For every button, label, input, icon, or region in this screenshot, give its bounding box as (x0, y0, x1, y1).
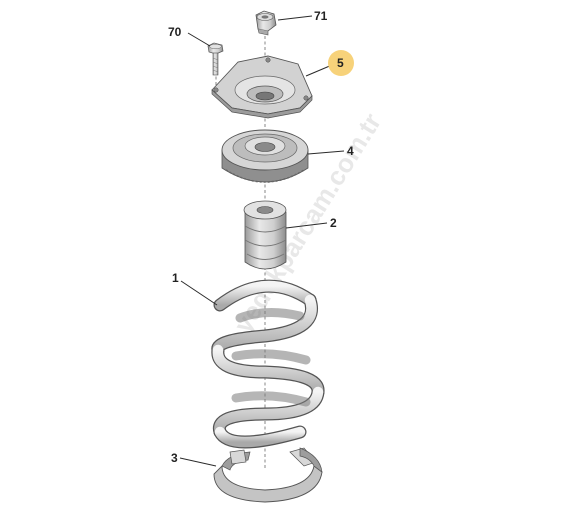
leader-5 (305, 64, 333, 77)
leader-70 (187, 32, 211, 47)
leader-4 (307, 150, 345, 155)
part-70-bolt (207, 42, 224, 76)
part-5-top-mount (211, 55, 313, 119)
callout-3[interactable]: 3 (171, 451, 178, 465)
part-1-coil-spring (211, 279, 325, 449)
callout-1[interactable]: 1 (172, 271, 179, 285)
part-2-bump-stop (243, 200, 287, 270)
leader-1 (180, 280, 218, 306)
part-71-nut (255, 10, 277, 36)
part-3-spring-seat (213, 447, 323, 503)
callout-5[interactable]: 5 (337, 56, 344, 70)
callout-70[interactable]: 70 (168, 25, 182, 39)
leader-2 (285, 222, 328, 229)
leader-71 (277, 15, 313, 21)
leader-3 (179, 457, 217, 467)
callout-5-highlight (328, 50, 354, 76)
part-4-bearing (221, 129, 309, 183)
callout-71[interactable]: 71 (314, 9, 328, 23)
callout-2[interactable]: 2 (330, 216, 337, 230)
callout-4[interactable]: 4 (347, 144, 354, 158)
